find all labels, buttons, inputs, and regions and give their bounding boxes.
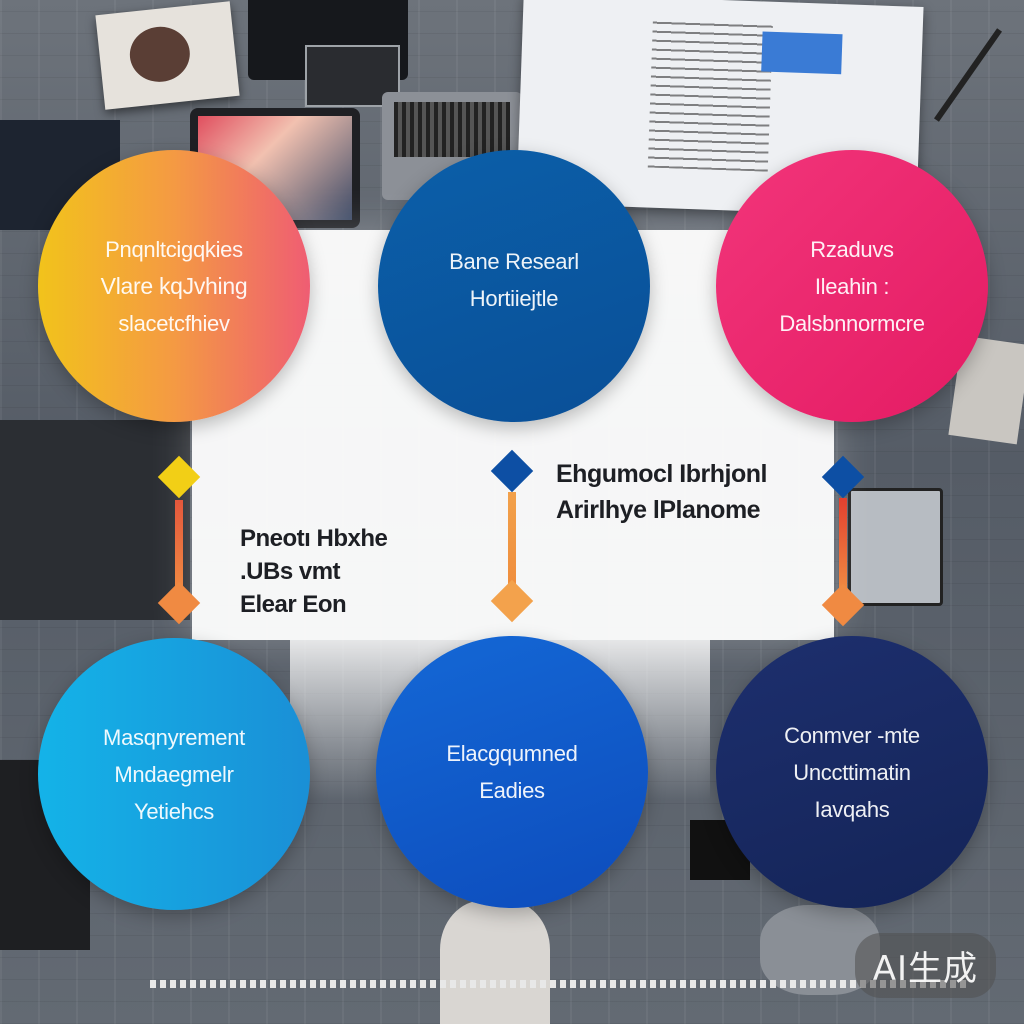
board-text-left-line: Pneotı Hbxhe xyxy=(240,525,388,552)
connector-line-right xyxy=(839,498,847,590)
circle-label: Pnqnltcigqkies xyxy=(105,236,243,262)
board-text-center-line: Arirlhye lPlanome xyxy=(556,496,761,524)
circle-label: Hortiiejtle xyxy=(469,286,559,311)
circle-node-6[interactable]: Conmver -mte Unccttimatin Iavqahs xyxy=(716,636,988,908)
ai-generated-watermark: AI生成 xyxy=(854,933,996,998)
circle-label: Yetiehcs xyxy=(134,798,214,824)
circle-node-1[interactable]: Pnqnltcigqkies Vlare kqJvhing slacetcfhi… xyxy=(38,150,310,422)
circle-label: Conmver -mte xyxy=(784,722,920,748)
circle-label: Vlare kqJvhing xyxy=(100,272,248,299)
board-text-center: Ehgumocl Ibrhjonl Arirlhye lPlanome xyxy=(556,456,767,528)
connector-line-center xyxy=(508,492,516,588)
person xyxy=(440,900,550,1024)
circle-node-4[interactable]: Masqnyrement Mndaegmelr Yetiehcs xyxy=(38,638,310,910)
circle-label: Iavqahs xyxy=(814,796,890,822)
circle-label: Mndaegmelr xyxy=(114,761,234,787)
connector-line-left xyxy=(175,500,183,590)
circle-label: Ileahin : xyxy=(814,273,890,299)
camera xyxy=(0,420,190,620)
circle-node-3[interactable]: Rzaduvs Ileahin : Dalsbnnormcre xyxy=(716,150,988,422)
circle-label: Rzaduvs xyxy=(810,236,894,262)
circle-label: slacetcfhiev xyxy=(118,310,230,336)
circle-node-2[interactable]: Bane Researl Hortiiejtle xyxy=(378,150,650,422)
circle-label: Bane Researl xyxy=(449,249,579,274)
circle-label: Elacgqumned xyxy=(446,741,578,766)
board-text-left-line: Elear Eon xyxy=(240,591,347,618)
control-device xyxy=(848,488,943,606)
circle-label: Unccttimatin xyxy=(793,759,911,785)
circle-label: Dalsbnnormcre xyxy=(779,310,925,336)
circle-label: Masqnyrement xyxy=(103,724,245,750)
board-text-center-line: Ehgumocl Ibrhjonl xyxy=(556,460,767,488)
board-text-left-line: .UBs vmt xyxy=(240,558,341,585)
circle-label: Eadies xyxy=(479,778,545,803)
circle-node-5[interactable]: Elacgqumned Eadies xyxy=(376,636,648,908)
board-text-left: Pneotı Hbxhe .UBs vmt Elear Eon xyxy=(240,522,388,621)
dotted-tape xyxy=(150,980,970,988)
photo-print xyxy=(95,1,240,110)
